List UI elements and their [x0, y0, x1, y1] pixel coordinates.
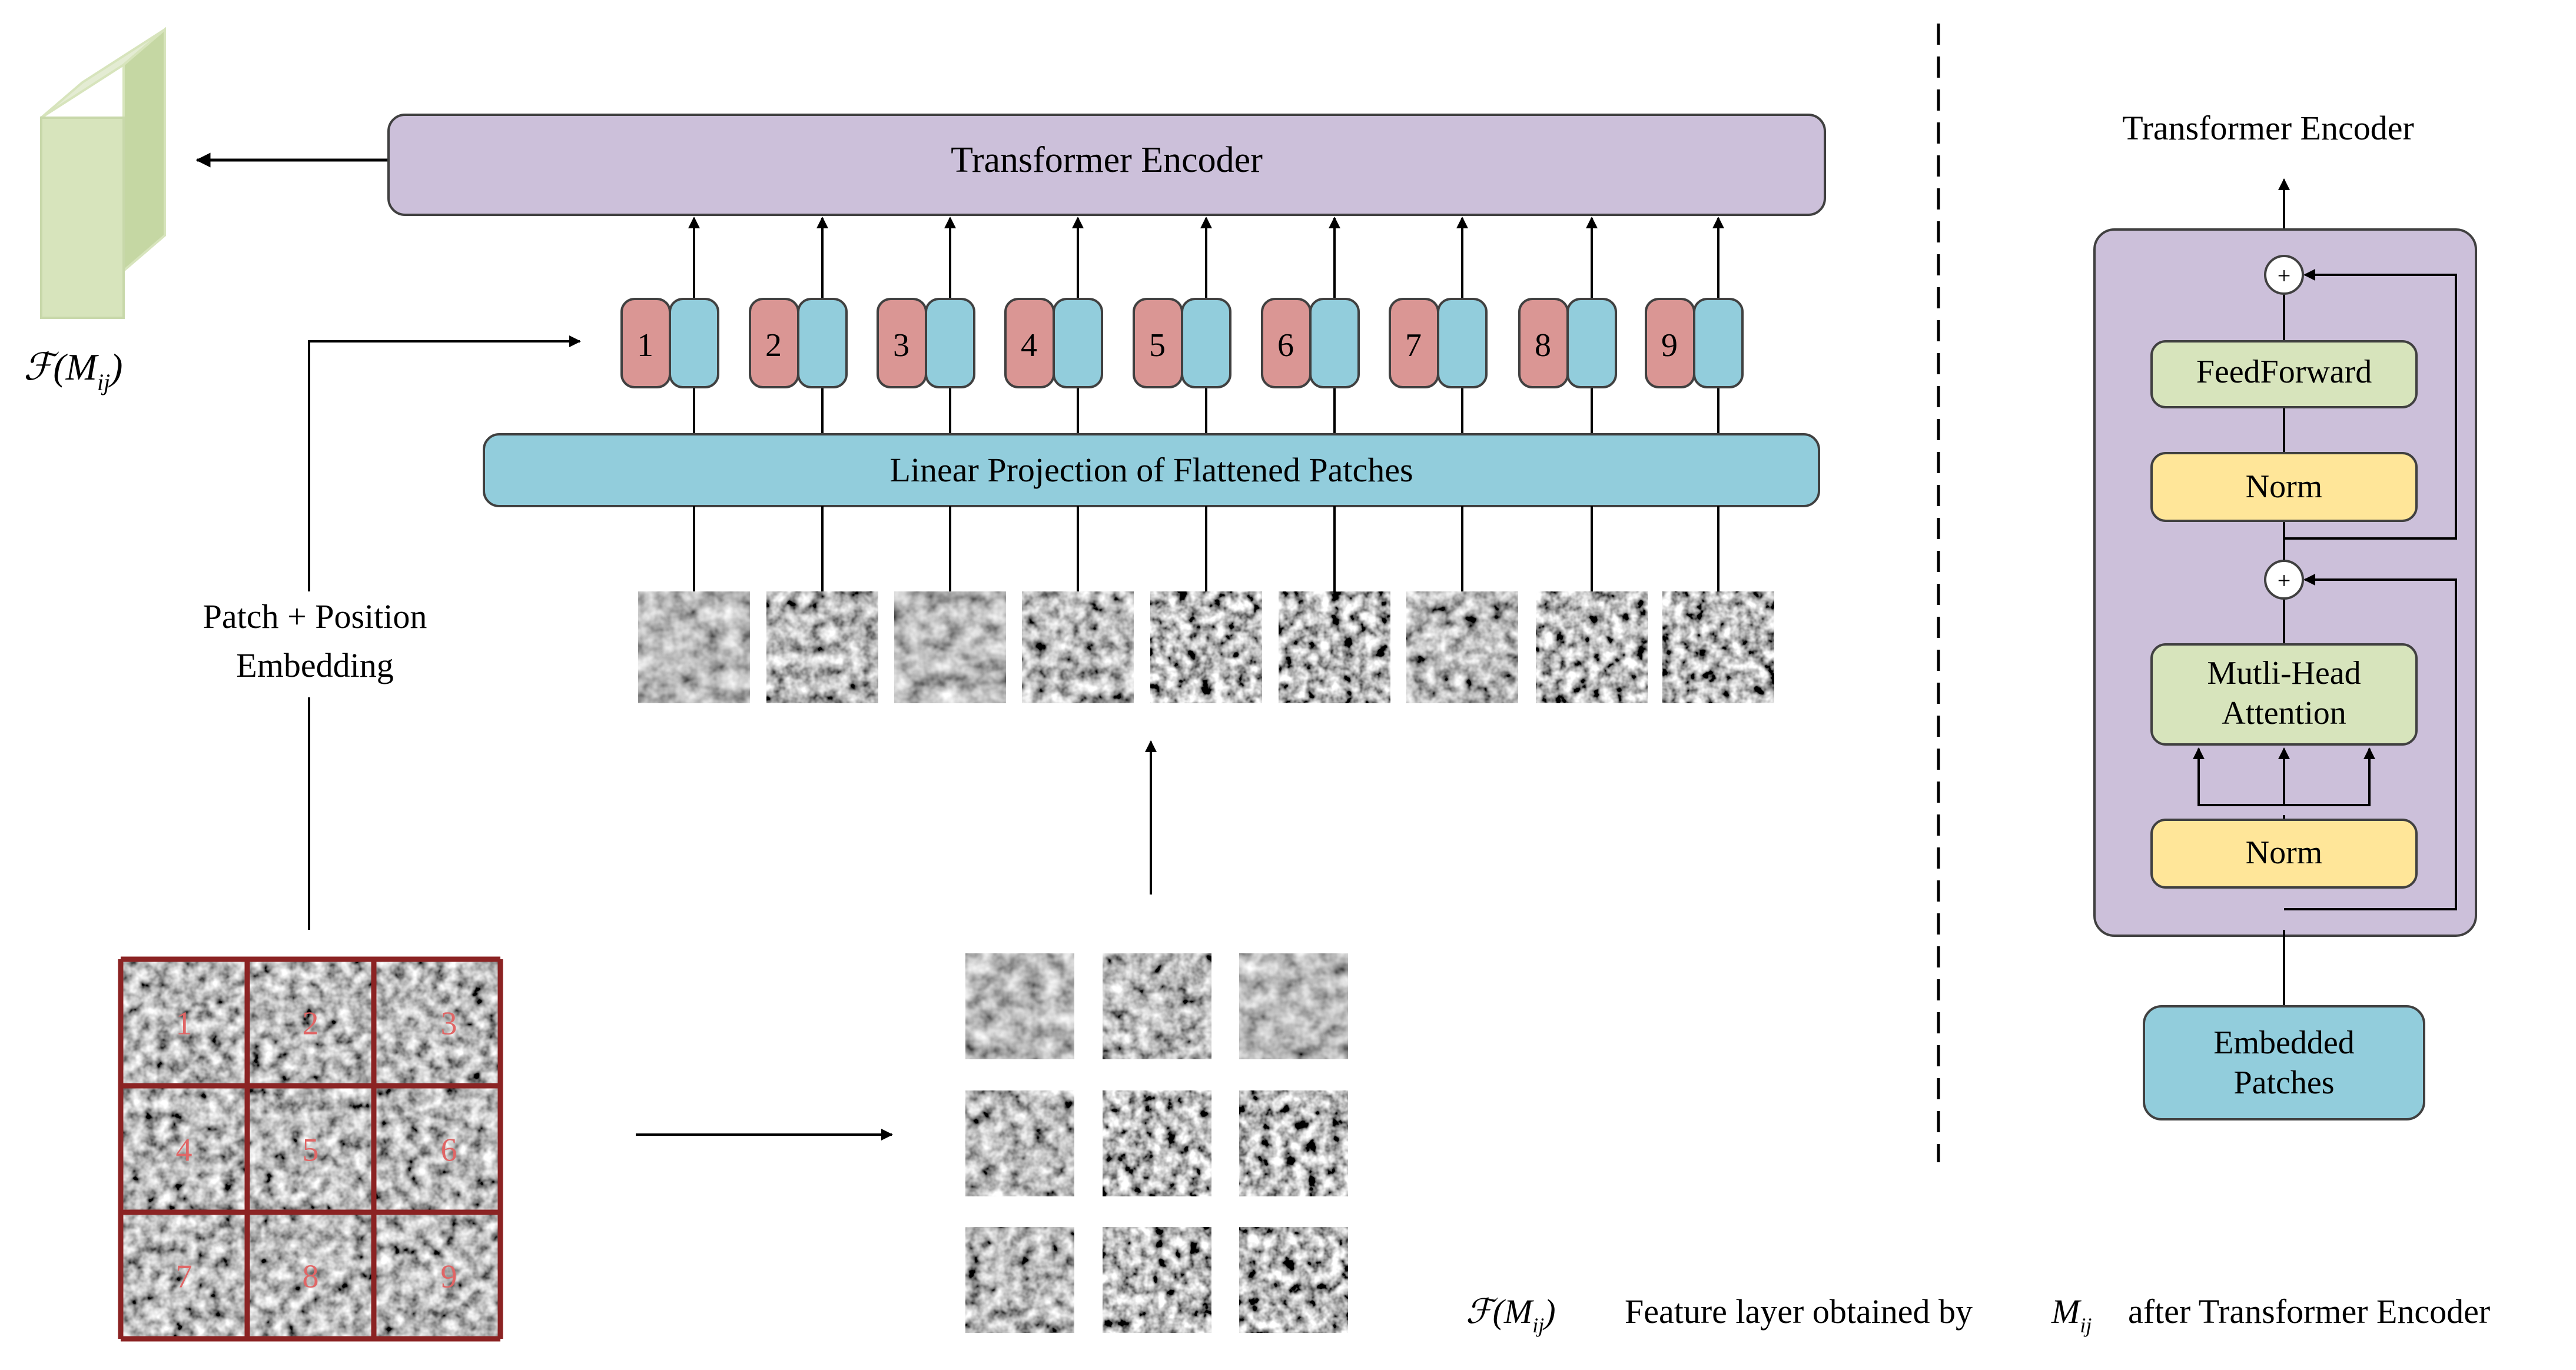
norm-top-label: Norm: [2246, 468, 2323, 505]
position-token-label: 6: [1277, 327, 1294, 364]
split-patch-5: [1103, 1090, 1211, 1196]
grid-number-8: 8: [303, 1259, 319, 1295]
residual-path-1: [2284, 574, 2457, 910]
embedded-patches-line2: Patches: [2233, 1065, 2334, 1101]
position-token-label: 2: [765, 327, 782, 364]
transformer-encoder-block: [387, 114, 1826, 216]
feature-map-label: ℱ(Mij): [24, 346, 122, 395]
linear-projection-label: Linear Projection of Flattened Patches: [889, 451, 1413, 489]
embedding-path-arrow: [308, 335, 581, 930]
position-token-label: 7: [1405, 327, 1422, 364]
input-image-texture: [121, 959, 500, 1339]
feature-map-slab: [40, 26, 166, 319]
patch-token-3: [925, 298, 975, 388]
residual-add-2-symbol: +: [2278, 262, 2291, 289]
split-patch-6: [1239, 1090, 1348, 1196]
input-grid-numbers: 1 2 3 4 5 6 7 8 9: [176, 1006, 457, 1295]
grid-number-2: 2: [303, 1006, 319, 1042]
query-arrow: [2193, 747, 2284, 806]
split-patch-2: [1103, 953, 1211, 1059]
patch-token-5: [1181, 298, 1231, 388]
feature-map-front: [40, 117, 125, 319]
grid-number-6: 6: [441, 1132, 457, 1169]
norm-block-bottom: [2150, 819, 2418, 889]
patch-token-4: [1053, 298, 1103, 388]
feedforward-label: FeedForward: [2196, 354, 2372, 390]
position-token-label: 5: [1149, 327, 1166, 364]
grid-number-3: 3: [441, 1006, 457, 1042]
grid-number-5: 5: [303, 1132, 319, 1169]
position-token-label: 1: [637, 327, 653, 364]
grid-number-9: 9: [441, 1259, 457, 1295]
patch-token-9: [1693, 298, 1744, 388]
patch-token-2: [797, 298, 848, 388]
patch-token-8: [1566, 298, 1617, 388]
legend-symbol: ℱ(Mij): [1466, 1292, 1556, 1337]
flattened-patch-7: [1406, 591, 1518, 703]
value-arrow: [2284, 747, 2375, 806]
norm-block-top: [2150, 452, 2418, 522]
legend-variable: Mij: [2051, 1292, 2092, 1337]
flattened-patch-8: [1536, 591, 1648, 703]
flattened-patch-4: [1022, 591, 1134, 703]
input-grid-lines: [118, 956, 503, 1342]
residual-path-2: [2284, 269, 2457, 540]
attention-label-line2: Attention: [2222, 695, 2346, 731]
patch-token-7: [1437, 298, 1488, 388]
patch-token-1: [669, 298, 719, 388]
token-arrows: [688, 217, 1724, 434]
multi-head-attention-block: [2150, 643, 2418, 746]
embedded-patches-line1: Embedded: [2213, 1025, 2354, 1061]
linear-projection-block: [483, 433, 1820, 507]
feedforward-block: [2150, 340, 2418, 408]
grid-number-1: 1: [176, 1006, 192, 1042]
input-image: 1 2 3 4 5 6 7 8 9: [118, 956, 503, 1342]
position-token-label: 8: [1535, 327, 1551, 364]
grid-number-7: 7: [176, 1259, 192, 1295]
norm-bottom-label: Norm: [2246, 834, 2323, 871]
flattened-patch-2: [766, 591, 878, 703]
flattened-patch-6: [1279, 591, 1390, 703]
legend-text-after: after Transformer Encoder: [2128, 1292, 2490, 1331]
flattened-patch-1: [638, 591, 750, 703]
embedded-patches-block: [2143, 1005, 2425, 1120]
residual-add-1: [2264, 560, 2304, 600]
position-token-label: 3: [893, 327, 909, 364]
patch-token-6: [1309, 298, 1360, 388]
legend-text-before: Feature layer obtained by: [1625, 1292, 1973, 1331]
flattened-patch-3: [894, 591, 1006, 703]
split-patch-8: [1103, 1227, 1211, 1333]
flattened-patch-9: [1662, 591, 1774, 703]
residual-add-2: [2264, 255, 2304, 295]
embedding-label-bg: [165, 591, 459, 697]
legend: ℱ(Mij) Feature layer obtained by Mij aft…: [1466, 1292, 2490, 1337]
encoder-detail-title: Transformer Encoder: [2122, 109, 2414, 147]
split-patch-9: [1239, 1227, 1348, 1333]
flattened-patch-strip: [638, 506, 1774, 703]
position-token-label: 9: [1661, 327, 1678, 364]
embedding-label-line1: Patch + Position: [203, 597, 427, 636]
grid-number-4: 4: [176, 1132, 192, 1169]
attention-label-line1: Mutli-Head: [2207, 655, 2361, 691]
split-patch-7: [965, 1227, 1074, 1333]
position-token-label: 4: [1021, 327, 1037, 364]
embedding-label-line2: Embedding: [236, 646, 393, 684]
split-patch-1: [965, 953, 1074, 1059]
split-patch-4: [965, 1090, 1074, 1196]
transformer-encoder-label: Transformer Encoder: [951, 140, 1263, 180]
flattened-patch-5: [1150, 591, 1262, 703]
token-sequence: 1 2 3 4 5 6 7 8 9: [620, 298, 1744, 388]
split-patch-3: [1239, 953, 1348, 1059]
split-patches: [965, 953, 1348, 1333]
residual-add-1-symbol: +: [2278, 567, 2291, 594]
